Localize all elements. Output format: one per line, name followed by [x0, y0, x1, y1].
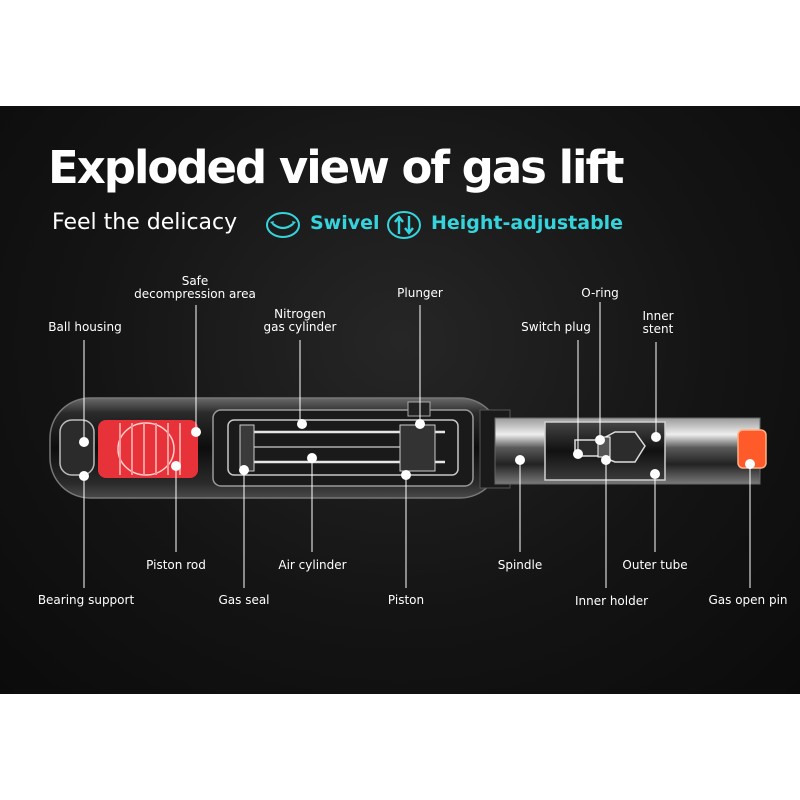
label-plunger: Plunger [397, 286, 443, 300]
feature-swivel-label: Swivel [310, 212, 380, 234]
label-air-cylinder: Air cylinder [278, 558, 347, 572]
label-piston: Piston [387, 593, 425, 607]
swivel-arrows-icon [266, 212, 300, 238]
label-spindle: Spindle [497, 558, 543, 572]
label-outer-tube: Outer tube [622, 558, 688, 572]
subtitle: Feel the delicacy [52, 210, 238, 235]
label-inner-holder: Inner holder [574, 594, 649, 608]
up-down-arrows-icon [387, 211, 421, 239]
label-ball-housing: Ball housing [48, 320, 122, 334]
label-gas-open-pin: Gas open pin [708, 593, 788, 607]
label-piston-rod: Piston rod [146, 558, 206, 572]
label-bearing-support: Bearing support [37, 593, 135, 607]
page-title: Exploded view of gas lift [48, 141, 625, 194]
label-switch-plug: Switch plug [521, 320, 591, 334]
feature-height-adjustable-label: Height-adjustable [431, 212, 624, 234]
label-o-ring: O-ring [581, 286, 619, 300]
callout-dots [79, 419, 755, 481]
label-gas-seal: Gas seal [218, 593, 270, 607]
spring [98, 420, 198, 478]
